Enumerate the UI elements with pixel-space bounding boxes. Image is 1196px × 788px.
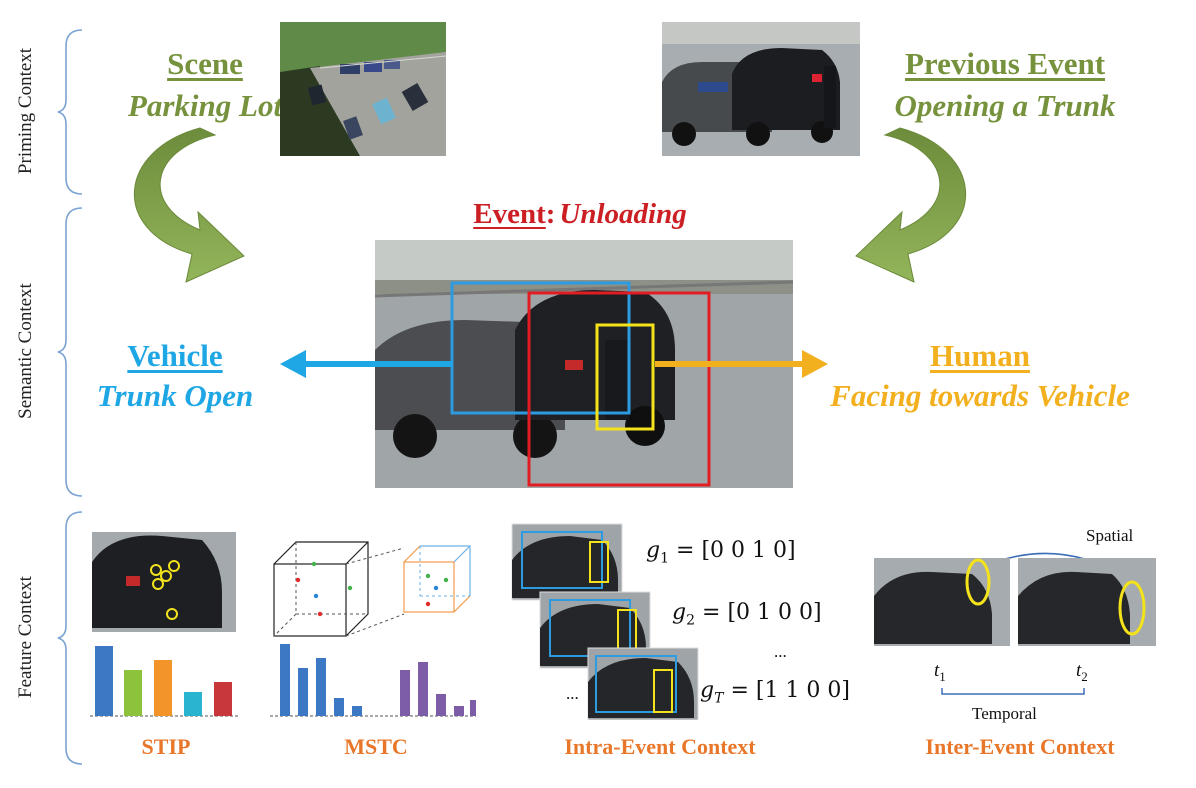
stip-bar-2	[124, 670, 142, 716]
parking-lot-image	[280, 22, 446, 156]
inter-ellipse-1	[965, 558, 991, 606]
previous-event-block: Previous Event Opening a Trunk	[880, 46, 1130, 124]
event-value: Unloading	[559, 198, 687, 230]
scene-value: Parking Lot	[127, 88, 283, 123]
mstc-label: MSTC	[344, 734, 408, 759]
temporal-bracket	[941, 688, 1085, 695]
vehicle-arrow-head	[280, 350, 306, 378]
mstc-histogram	[270, 644, 476, 717]
spatial-label: Spatial	[1086, 526, 1134, 545]
formula-g1: g1 = [0 0 1 0]	[646, 538, 796, 567]
event-heading: Event: Unloading	[410, 198, 750, 231]
t1-label: t1	[934, 660, 946, 684]
formula-dots: ...	[774, 642, 787, 661]
priming-bracket	[57, 29, 83, 195]
scene-block: Scene Parking Lot	[100, 46, 310, 124]
stip-bar-1	[95, 646, 113, 716]
event-colon: :	[545, 198, 556, 230]
stip-label: STIP	[141, 734, 191, 759]
intra-event-frames	[511, 523, 699, 720]
t2-label: t2	[1076, 660, 1088, 684]
event-bbox	[527, 291, 711, 487]
stip-image	[92, 532, 236, 632]
human-title: Human	[930, 338, 1030, 373]
intra-event-label: Intra-Event Context	[564, 734, 756, 759]
inter-event-label: Inter-Event Context	[925, 734, 1115, 759]
formula-gT: gT = [1 1 0 0]	[700, 678, 850, 707]
human-block: Human Facing towards Vehicle	[800, 338, 1160, 414]
scene-title: Scene	[167, 46, 243, 81]
left-curved-arrow	[134, 127, 245, 283]
inter-ellipse-2	[1118, 580, 1146, 636]
human-arrow-head	[802, 350, 828, 378]
intra-frame-3	[587, 647, 699, 720]
vehicle-value: Trunk Open	[96, 378, 254, 413]
inter-event-diagram	[874, 552, 1156, 695]
previous-event-value: Opening a Trunk	[894, 88, 1116, 123]
human-value: Facing towards Vehicle	[830, 378, 1130, 413]
event-title: Event	[473, 198, 546, 230]
stip-histogram	[90, 646, 240, 717]
intra-frame-1	[511, 523, 623, 601]
feature-bracket	[57, 511, 83, 765]
stip-bar-3	[154, 660, 172, 716]
previous-event-title: Previous Event	[904, 46, 1106, 81]
stip-bar-4	[184, 692, 202, 716]
right-curved-arrow	[855, 127, 966, 283]
human-bbox	[595, 323, 655, 431]
opening-trunk-image	[662, 22, 860, 156]
mstc-cubes	[273, 541, 471, 637]
vehicle-bbox	[450, 281, 631, 415]
vehicle-block: Vehicle Trunk Open	[70, 338, 280, 414]
formula-g2: g2 = [0 1 0 0]	[672, 600, 822, 629]
stip-bar-5	[214, 682, 232, 716]
semantic-bracket	[57, 207, 83, 497]
vehicle-title: Vehicle	[127, 338, 223, 373]
stip-interest-points	[150, 560, 180, 620]
formula-dots-left: ...	[566, 684, 579, 703]
temporal-label: Temporal	[972, 704, 1037, 723]
